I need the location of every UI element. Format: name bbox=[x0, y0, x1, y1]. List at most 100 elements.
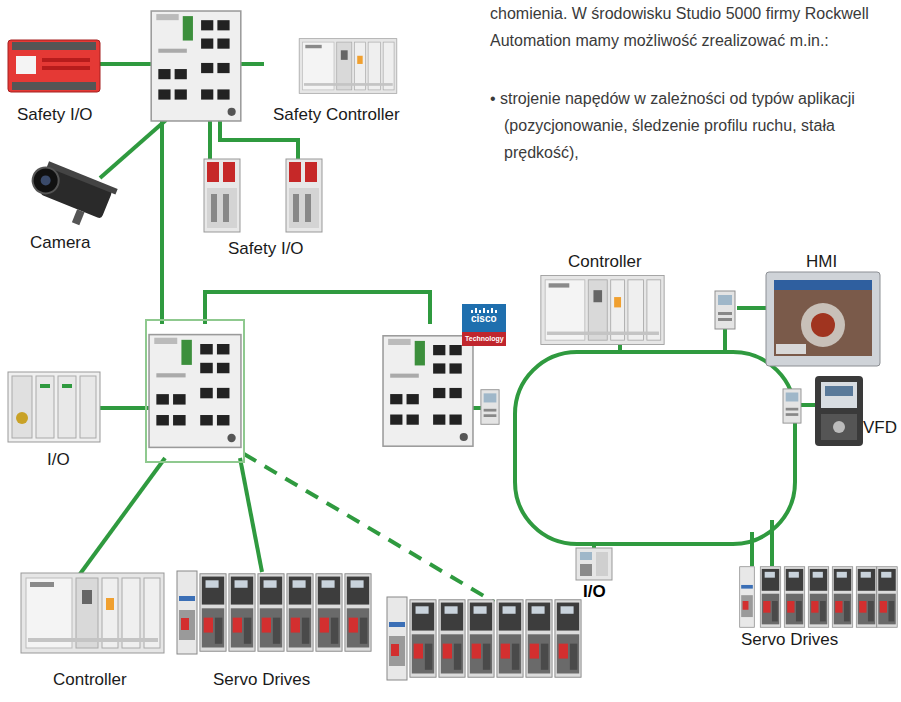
drawing-part bbox=[770, 520, 774, 566]
logo-text: cisco bbox=[471, 313, 497, 325]
drawing-part bbox=[750, 532, 754, 566]
device-label-box: VFD bbox=[861, 418, 899, 438]
drawing-part bbox=[808, 567, 828, 628]
drawing-part bbox=[740, 567, 755, 628]
servo-drives-device bbox=[387, 597, 581, 680]
drawing-part bbox=[62, 384, 72, 388]
drawing-part bbox=[723, 328, 727, 354]
drawing-part bbox=[42, 58, 90, 62]
drawing-part bbox=[39, 174, 52, 187]
drawing-part bbox=[12, 376, 32, 438]
drawing-part bbox=[821, 414, 857, 440]
io-device bbox=[576, 548, 612, 580]
device-label: Servo Drives bbox=[211, 670, 312, 690]
device-label-box: Servo Drives bbox=[739, 630, 840, 650]
drawing-part bbox=[160, 120, 164, 324]
drawing-part bbox=[287, 574, 313, 651]
drawing-part bbox=[229, 574, 255, 651]
network-adapter bbox=[715, 291, 735, 329]
drawing-part bbox=[526, 600, 552, 677]
drawing-part bbox=[483, 308, 485, 313]
device-label: I/O bbox=[45, 450, 72, 470]
device-label: Camera bbox=[28, 233, 92, 253]
drawing-part bbox=[439, 600, 465, 677]
safety-controller-device bbox=[299, 39, 397, 94]
drawing-part bbox=[821, 382, 857, 408]
drawing-part bbox=[42, 66, 90, 70]
device-label: HMI bbox=[804, 252, 839, 272]
device-label-box: I/O bbox=[581, 582, 608, 602]
device-label-box: HMI bbox=[804, 252, 839, 272]
drawing-part bbox=[497, 600, 523, 677]
drawing-part bbox=[856, 567, 876, 628]
drawing-part bbox=[479, 310, 481, 313]
network-adapter bbox=[783, 389, 801, 423]
network-adapter bbox=[481, 390, 499, 425]
drawing-part bbox=[316, 574, 342, 651]
drawing-part bbox=[29, 164, 63, 198]
device-label-box: Safety Controller bbox=[271, 105, 402, 125]
drawing-part bbox=[491, 308, 493, 313]
device-label: Safety I/O bbox=[15, 105, 95, 125]
drawing-part bbox=[760, 567, 780, 628]
switch-device bbox=[383, 336, 473, 446]
logo-subtext: Technology bbox=[465, 334, 504, 343]
drawing-part bbox=[471, 310, 473, 313]
device-label: Safety I/O bbox=[226, 239, 306, 259]
device-label-box: Servo Drives bbox=[211, 670, 312, 690]
network-cable bbox=[80, 64, 815, 574]
drawing-part bbox=[100, 120, 166, 178]
drawing-part bbox=[220, 120, 298, 160]
drawing-part bbox=[515, 352, 795, 544]
drawing-part bbox=[833, 421, 845, 433]
drawing-part bbox=[80, 458, 165, 574]
drawing-part bbox=[200, 574, 226, 651]
drawing-part bbox=[471, 308, 497, 313]
safety-io-module bbox=[204, 159, 240, 232]
servo-drives-device bbox=[740, 567, 898, 628]
device-label: I/O bbox=[581, 582, 608, 602]
drawing-part bbox=[80, 376, 96, 438]
drawing-part bbox=[387, 597, 407, 680]
vfd-device bbox=[815, 376, 863, 446]
device-label-box: Controller bbox=[566, 252, 644, 272]
safety-io-device bbox=[8, 40, 100, 92]
drawing-part bbox=[580, 564, 592, 576]
bullet-text: • strojenie napędów w zależności od typó… bbox=[490, 85, 901, 166]
device-label: Controller bbox=[51, 670, 129, 690]
drawing-part bbox=[475, 308, 477, 313]
drawing-part bbox=[12, 82, 96, 90]
drawing-part bbox=[877, 567, 897, 628]
drawing-part bbox=[487, 310, 489, 313]
device-label: Controller bbox=[566, 252, 644, 272]
drawing-part bbox=[766, 272, 880, 366]
drawing-part bbox=[776, 344, 806, 354]
switch-highlight bbox=[146, 320, 244, 462]
hmi-device bbox=[766, 272, 880, 366]
safety-io-module bbox=[286, 159, 322, 232]
drawing-part bbox=[240, 62, 264, 66]
device-label-box: I/O bbox=[45, 450, 72, 470]
drawing-part bbox=[100, 62, 152, 66]
drawing-part bbox=[825, 386, 853, 396]
drawing-part bbox=[462, 304, 506, 332]
drawing-part bbox=[555, 600, 581, 677]
drawing-part bbox=[580, 552, 592, 560]
drawing-part bbox=[576, 548, 612, 580]
drawing-part bbox=[258, 574, 284, 651]
drawing-part bbox=[410, 600, 436, 677]
drawing-part bbox=[8, 372, 100, 442]
drawing-part bbox=[596, 552, 608, 576]
body-text: chomienia. W środowisku Studio 5000 firm… bbox=[490, 0, 898, 54]
drawing-part bbox=[832, 567, 852, 628]
device-label: Safety Controller bbox=[271, 105, 402, 125]
switch-device bbox=[149, 335, 241, 448]
drawing-part bbox=[8, 40, 100, 92]
drawing-part bbox=[16, 56, 36, 74]
drawing-part bbox=[36, 376, 54, 438]
drawing-part bbox=[72, 209, 85, 225]
drawing-part bbox=[801, 303, 845, 347]
device-label-box: Safety I/O bbox=[226, 239, 306, 259]
device-label-box: Safety I/O bbox=[15, 105, 95, 125]
